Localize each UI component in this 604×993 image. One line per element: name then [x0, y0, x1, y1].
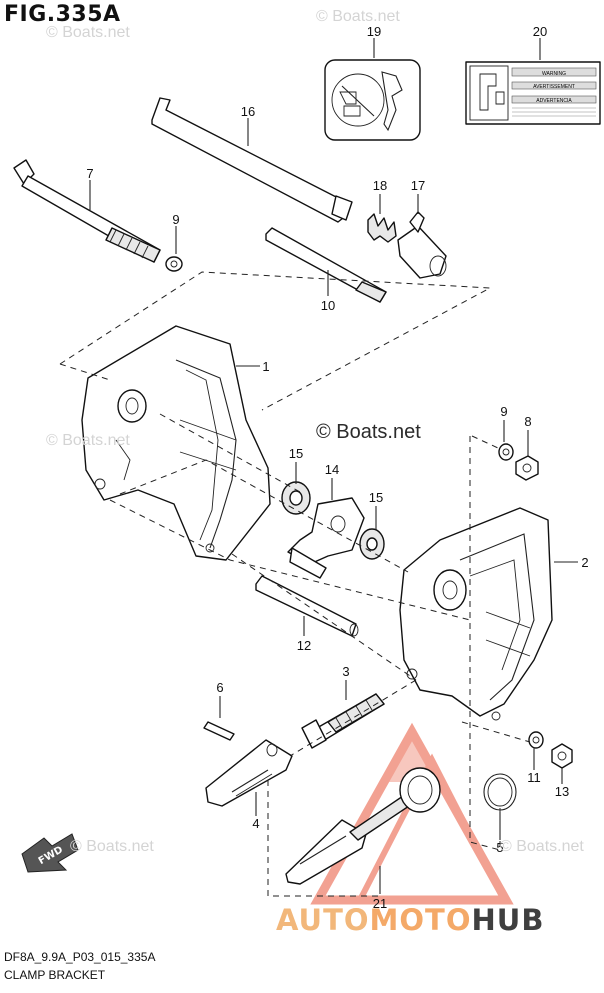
part-2-clamp-bracket-starboard [399, 507, 553, 721]
watermark-main: © Boats.net [316, 421, 421, 443]
watermark-faint: © Boats.net [70, 838, 154, 855]
figure-title: FIG.335A [4, 2, 121, 27]
part-15-bushing-right [359, 528, 385, 560]
part-number-4: 4 [252, 816, 259, 831]
figure-name: CLAMP BRACKET [4, 968, 106, 982]
part-number-5: 5 [496, 840, 503, 855]
part-number-9-right: 9 [500, 404, 507, 419]
part-13-nut [551, 743, 573, 769]
watermark-faint: © Boats.net [46, 24, 130, 41]
part-number-13: 13 [555, 784, 569, 799]
part-20-warning-label: WARNING AVERTISSEMENT ADVERTENCIA [465, 61, 601, 125]
part-5-clip [483, 773, 517, 811]
part-number-11: 11 [527, 770, 541, 785]
part-number-15-right: 15 [369, 490, 383, 505]
part-number-3: 3 [342, 664, 349, 679]
figure-code: DF8A_9.9A_P03_015_335A [4, 950, 156, 964]
part-3-threaded-rod [301, 693, 385, 749]
forward-arrow: FWD [21, 833, 79, 873]
part-15-bushing-left [281, 481, 311, 515]
part-7-bolt [13, 159, 161, 263]
part-16-tilt-rod [151, 97, 353, 223]
part-number-20: 20 [533, 24, 547, 39]
part-17-knob [397, 211, 447, 279]
brand-part-1: AUTO [276, 903, 370, 937]
part-12-pin-rod [255, 575, 359, 637]
label-line-2: AVERTISSEMENT [533, 84, 575, 90]
part-6-pin [203, 721, 235, 741]
part-number-19: 19 [367, 24, 381, 39]
part-number-9-top: 9 [172, 212, 179, 227]
part-number-10: 10 [321, 298, 335, 313]
part-number-8: 8 [524, 414, 531, 429]
part-19-grommet-box [324, 59, 421, 141]
part-number-18: 18 [373, 178, 387, 193]
brand-wordmark: AUTOMOTOHUB [276, 903, 544, 937]
part-number-2: 2 [581, 555, 588, 570]
part-21-lever-assembly [285, 767, 441, 885]
watermark-faint: © Boats.net [500, 838, 584, 855]
part-number-15-left: 15 [289, 446, 303, 461]
brand-part-3: HUB [471, 903, 545, 937]
part-number-6: 6 [216, 680, 223, 695]
brand-logo-triangle [310, 722, 514, 905]
part-number-16: 16 [241, 104, 255, 119]
part-number-17: 17 [411, 178, 425, 193]
part-number-12: 12 [297, 638, 311, 653]
part-9-washer-top [165, 256, 183, 272]
label-line-3: ADVERTENCIA [536, 98, 572, 104]
part-number-21: 21 [373, 896, 387, 911]
watermark-faint: © Boats.net [316, 8, 400, 25]
brand-part-2: MOTO [369, 903, 472, 937]
part-18-spring [367, 213, 397, 243]
part-1-clamp-bracket-port [81, 325, 271, 561]
part-number-1: 1 [262, 359, 269, 374]
part-10-shaft [265, 227, 387, 303]
part-number-labels: 7 9 16 19 20 18 17 10 1 15 14 15 9 8 2 1… [86, 24, 588, 911]
watermark-faint: © Boats.net [46, 432, 130, 449]
part-8-nut [515, 455, 539, 481]
label-line-1: WARNING [542, 71, 566, 77]
part-number-7: 7 [86, 166, 93, 181]
part-9-washer-right [498, 443, 514, 461]
part-14-stopper-plate [287, 497, 365, 579]
part-4-lever [205, 739, 293, 807]
part-number-14: 14 [325, 462, 339, 477]
leader-lines [89, 38, 578, 894]
part-11-washer [528, 731, 544, 749]
